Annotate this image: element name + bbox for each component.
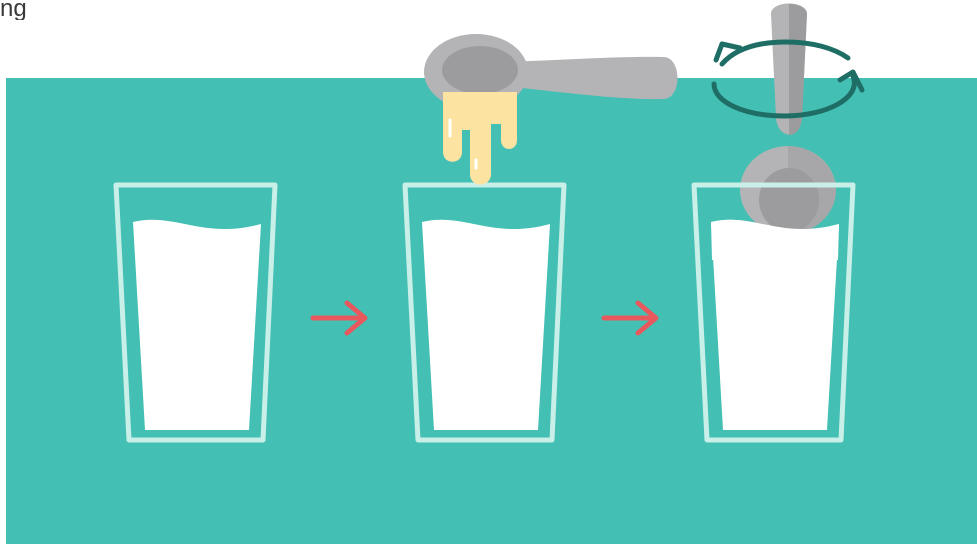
milk-fill bbox=[133, 220, 261, 430]
milk-fill bbox=[422, 220, 550, 430]
